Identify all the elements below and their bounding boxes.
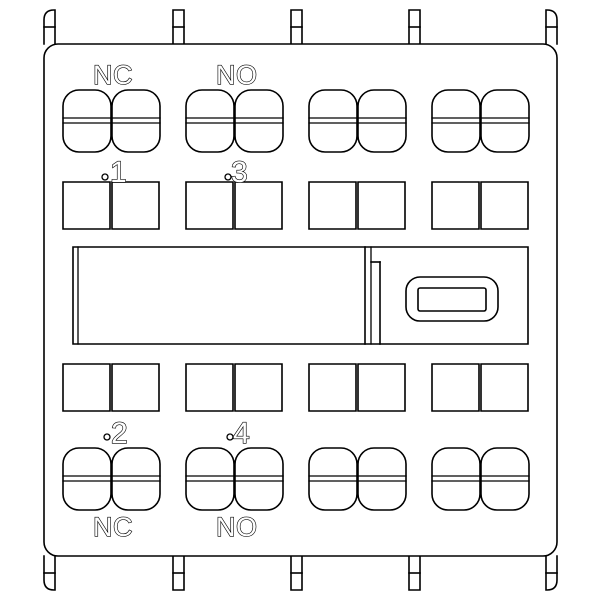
square-terminal-top-6[interactable]	[358, 182, 405, 229]
reset-button-inner	[418, 288, 486, 311]
contact-type-labels: NC NO NC NO	[92, 59, 258, 542]
terminal-bottom-7[interactable]	[432, 448, 480, 510]
square-terminal-bottom-3[interactable]	[186, 364, 233, 411]
square-terminal-bottom-7[interactable]	[432, 364, 479, 411]
square-terminal-bottom-5[interactable]	[309, 364, 356, 411]
top-tab-4	[409, 10, 420, 44]
label-terminal-1: 1	[110, 156, 127, 189]
top-tab-right-corner	[546, 10, 557, 44]
top-square-terminal-row	[63, 182, 528, 229]
square-terminal-top-4[interactable]	[235, 182, 282, 229]
bottom-tab-2	[173, 556, 184, 590]
terminal-bottom-2[interactable]	[112, 448, 160, 510]
label-no-top: NO	[216, 60, 258, 90]
square-terminal-top-1[interactable]	[63, 182, 110, 229]
bottom-tab-right-corner	[546, 556, 557, 590]
reset-button[interactable]	[406, 277, 498, 321]
dot-terminal-1	[101, 173, 109, 181]
top-tab-2	[173, 10, 184, 44]
terminal-bottom-3[interactable]	[186, 448, 234, 510]
terminal-bottom-8[interactable]	[481, 448, 529, 510]
top-terminal-row	[63, 90, 529, 152]
square-terminal-bottom-1[interactable]	[63, 364, 110, 411]
terminal-top-6[interactable]	[358, 90, 406, 152]
terminal-bottom-6[interactable]	[358, 448, 406, 510]
square-terminal-bottom-8[interactable]	[481, 364, 528, 411]
bottom-terminal-row	[63, 448, 529, 510]
label-nc-top: NC	[93, 60, 133, 90]
terminal-top-1[interactable]	[63, 90, 111, 152]
terminal-top-3[interactable]	[186, 90, 234, 152]
square-terminal-bottom-2[interactable]	[112, 364, 159, 411]
dot-terminal-4	[226, 433, 234, 441]
terminal-bottom-5[interactable]	[309, 448, 357, 510]
top-mounting-tabs	[44, 10, 557, 44]
dot-terminal-3	[224, 173, 232, 181]
label-no-bottom: NO	[216, 512, 258, 542]
terminal-number-labels: 1 3 2 4	[109, 155, 250, 450]
square-terminal-top-8[interactable]	[481, 182, 528, 229]
square-terminal-top-5[interactable]	[309, 182, 356, 229]
bottom-tab-4	[409, 556, 420, 590]
bottom-tab-3	[291, 556, 302, 590]
label-terminal-3: 3	[231, 156, 248, 189]
bottom-tab-left-corner	[44, 556, 55, 590]
terminal-top-4[interactable]	[235, 90, 283, 152]
dot-terminal-2	[103, 433, 111, 441]
bottom-square-terminal-row	[63, 364, 528, 411]
label-terminal-2: 2	[111, 417, 128, 450]
terminal-top-5[interactable]	[309, 90, 357, 152]
square-terminal-bottom-6[interactable]	[358, 364, 405, 411]
terminal-top-7[interactable]	[432, 90, 480, 152]
top-tab-left-corner	[44, 10, 55, 44]
center-mechanism-block	[73, 247, 528, 344]
terminal-top-8[interactable]	[481, 90, 529, 152]
square-terminal-top-7[interactable]	[432, 182, 479, 229]
bottom-mounting-tabs	[44, 556, 557, 590]
terminal-top-2[interactable]	[112, 90, 160, 152]
terminal-bottom-4[interactable]	[235, 448, 283, 510]
square-terminal-top-3[interactable]	[186, 182, 233, 229]
square-terminal-bottom-4[interactable]	[235, 364, 282, 411]
square-terminal-top-2[interactable]	[112, 182, 159, 229]
label-nc-bottom: NC	[93, 512, 133, 542]
top-tab-3	[291, 10, 302, 44]
terminal-bottom-1[interactable]	[63, 448, 111, 510]
terminal-marker-dots	[101, 173, 234, 441]
label-terminal-4: 4	[233, 417, 250, 450]
